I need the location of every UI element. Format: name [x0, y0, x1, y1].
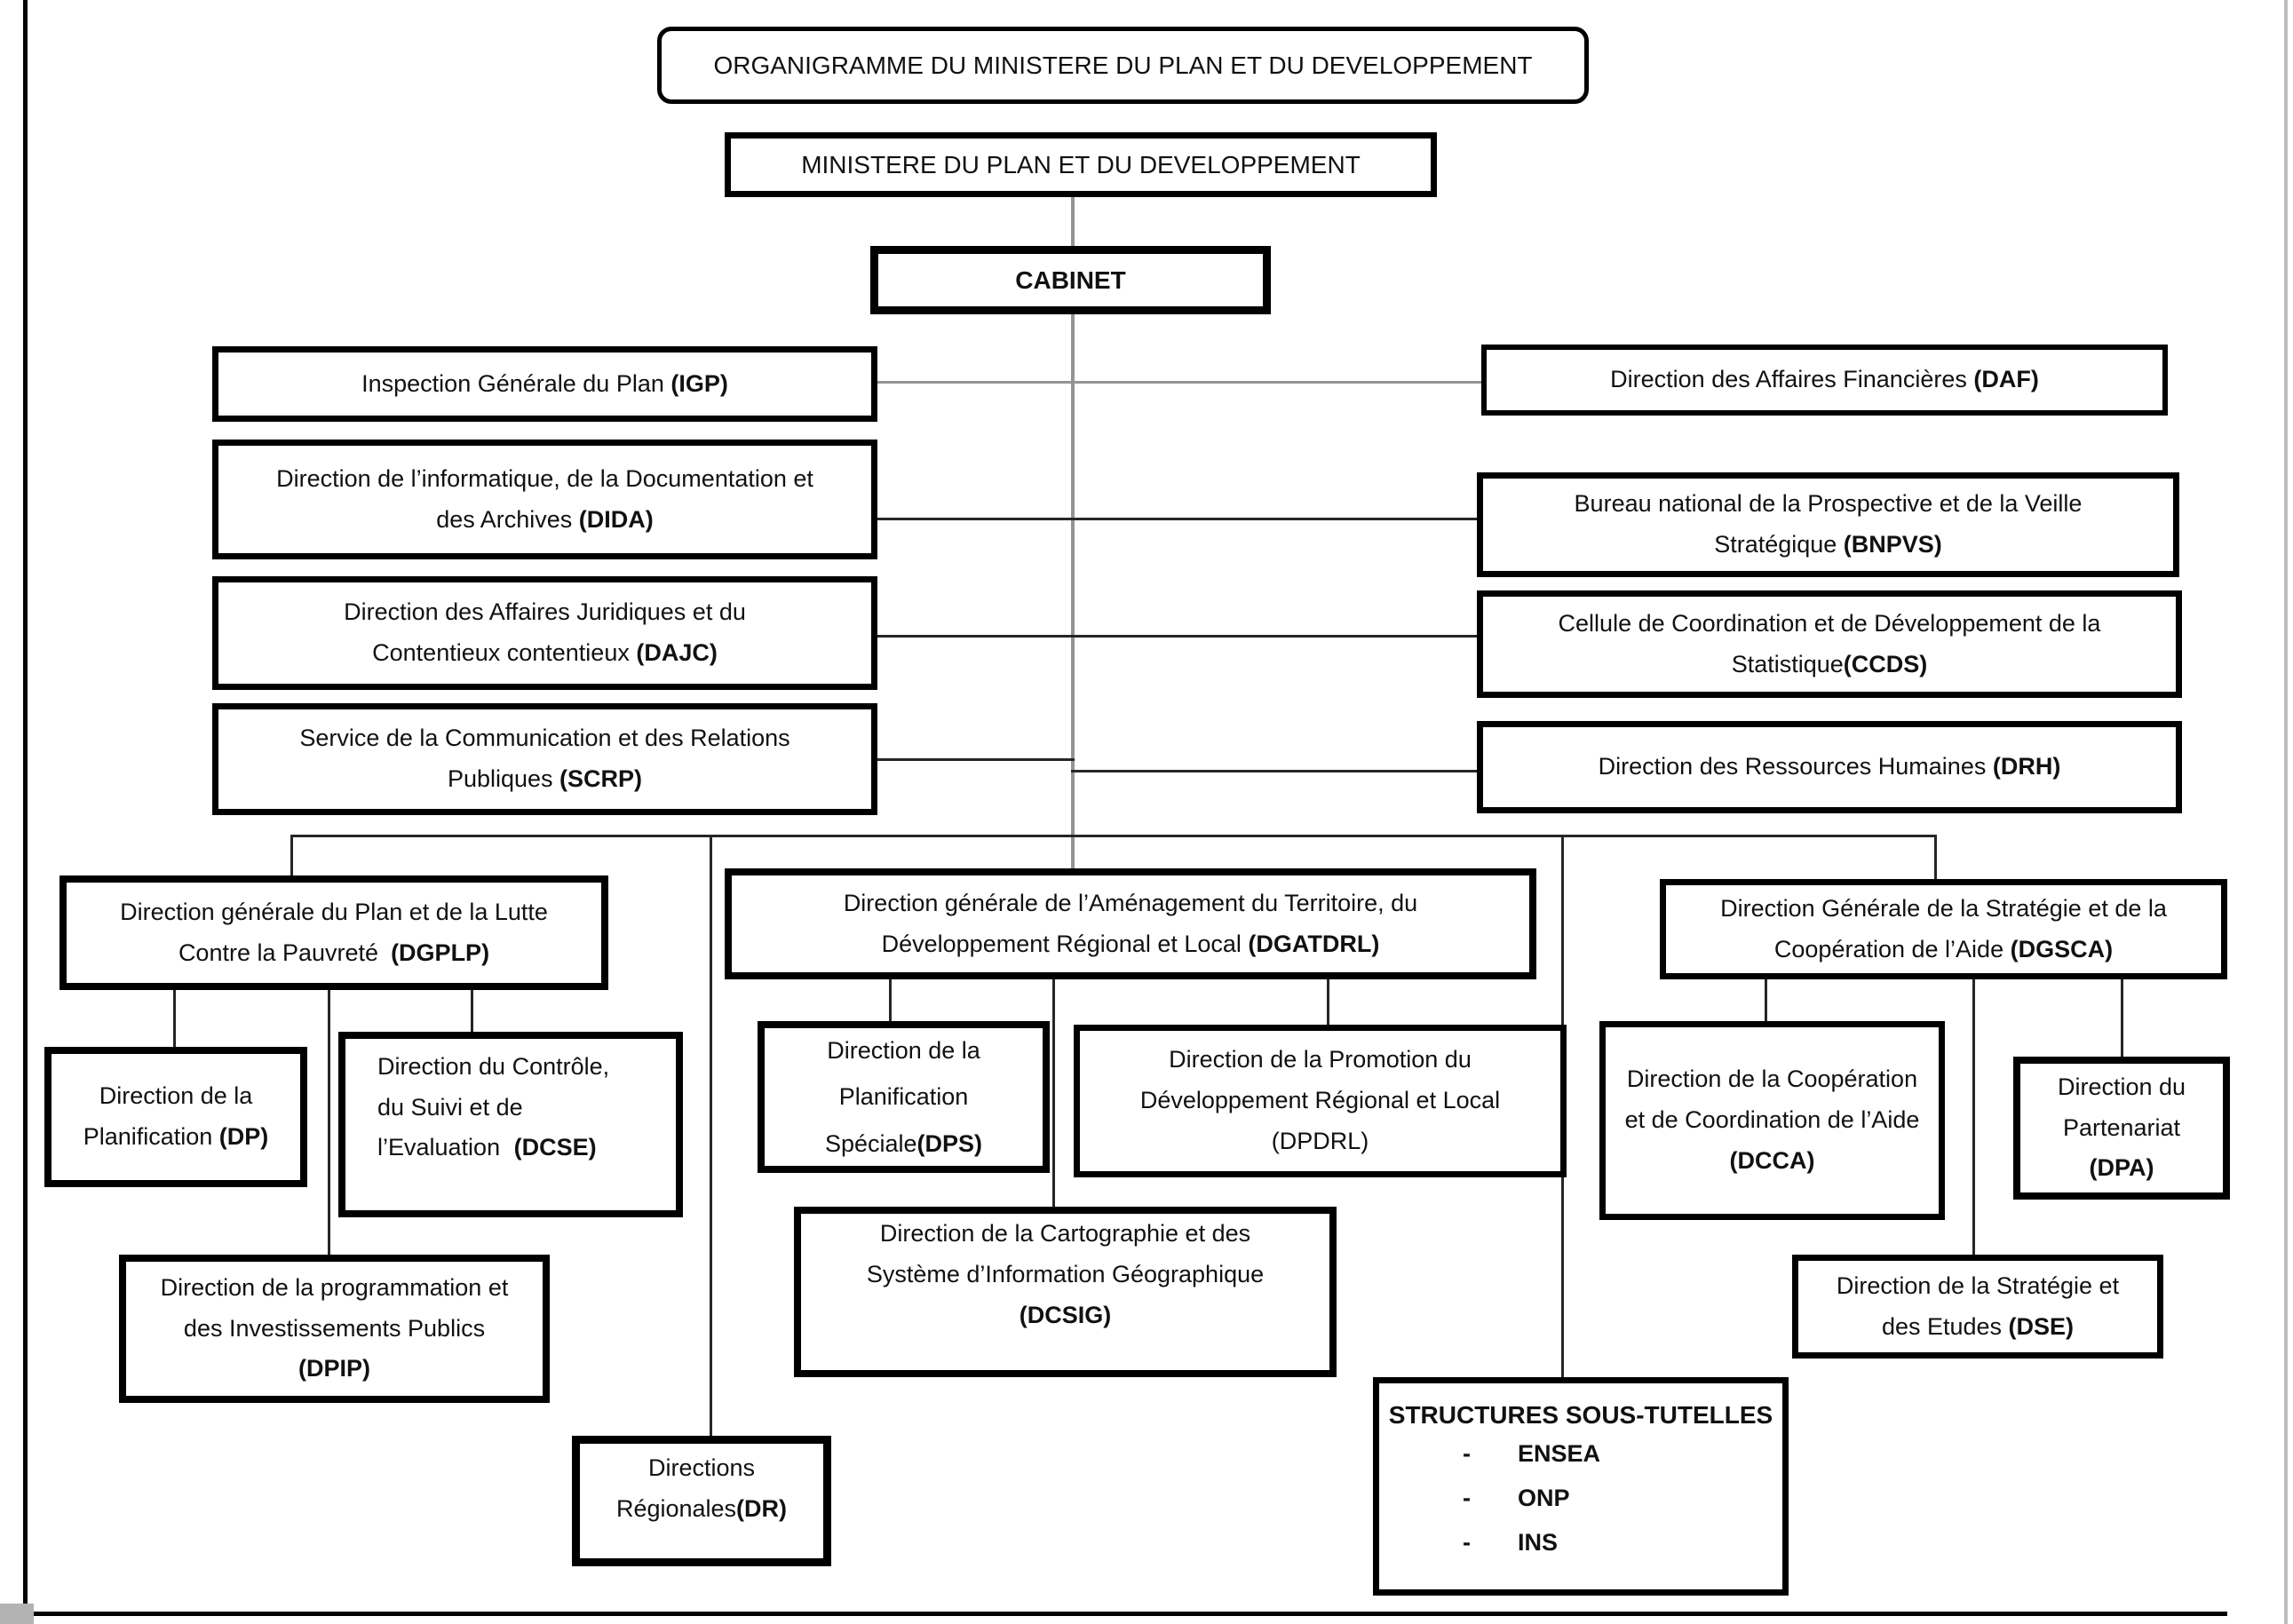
connector-dajc-ccds — [877, 635, 1477, 638]
connector-dgatdrl-dps — [889, 979, 892, 1021]
dash-bullet: - — [1463, 1529, 1471, 1557]
connector-drop-dgplp — [290, 835, 293, 879]
org-box-dcse: Direction du Contrôle, du Suivi et de l’… — [338, 1032, 683, 1217]
connector-dgsca-dcca — [1765, 979, 1767, 1021]
org-box-daf: Direction des Affaires Financières (DAF) — [1481, 345, 2168, 416]
org-box-ministere: MINISTERE DU PLAN ET DU DEVELOPPEMENT — [725, 132, 1437, 197]
connector-dgplp-dp — [173, 990, 176, 1047]
connector-igp-daf — [877, 381, 1481, 384]
org-box-dgplp: Direction générale du Plan et de la Lutt… — [60, 875, 608, 990]
connector-drop-dr — [710, 835, 712, 1436]
chart-title-box: ORGANIGRAMME DU MINISTERE DU PLAN ET DU … — [657, 27, 1589, 104]
dash-bullet: - — [1463, 1440, 1471, 1468]
connector-center-drh — [1071, 770, 1477, 772]
connector-dgsca-dpa — [2121, 979, 2123, 1057]
org-box-ccds: Cellule de Coordination et de Développem… — [1477, 590, 2182, 698]
tutelles-item: - INS — [1388, 1521, 1773, 1565]
connector-dgatdrl-dpdrl — [1327, 979, 1329, 1025]
connector-dgplp-dpip — [328, 990, 330, 1255]
tutelles-item-label: ONP — [1518, 1485, 1570, 1512]
org-box-dpa: Direction du Partenariat (DPA) — [2013, 1057, 2230, 1200]
connector-dida-bnpvs — [877, 518, 1477, 520]
org-box-dps: Direction de la Planification Spéciale(D… — [758, 1021, 1050, 1173]
org-box-bnpvs: Bureau national de la Prospective et de … — [1477, 472, 2179, 577]
tutelles-item-label: ENSEA — [1518, 1440, 1601, 1468]
org-box-dgsca: Direction Générale de la Stratégie et de… — [1660, 879, 2227, 979]
org-box-dp: Direction de la Planification (DP) — [44, 1047, 307, 1187]
org-box-igp: Inspection Générale du Plan (IGP) — [212, 346, 877, 422]
tutelles-item-label: INS — [1518, 1529, 1559, 1557]
chart-title: ORGANIGRAMME DU MINISTERE DU PLAN ET DU … — [713, 51, 1533, 79]
org-box-dcsig: Direction de la Cartographie et des Syst… — [794, 1207, 1337, 1377]
org-box-cabinet: CABINET — [870, 246, 1271, 314]
page-right-edge — [2284, 0, 2288, 1624]
org-box-scrp: Service de la Communication et des Relat… — [212, 703, 877, 815]
dash-bullet: - — [1463, 1485, 1471, 1512]
tutelles-item: - ENSEA — [1388, 1432, 1773, 1477]
org-box-dr: Directions Régionales(DR) — [572, 1436, 831, 1566]
org-box-structures-sous-tutelles: STRUCTURES SOUS-TUTELLES - ENSEA - ONP -… — [1373, 1377, 1789, 1596]
org-box-dpip: Direction de la programmation et des Inv… — [119, 1255, 550, 1403]
tutelles-heading: STRUCTURES SOUS-TUTELLES — [1388, 1401, 1773, 1429]
connector-distribution — [290, 835, 1936, 837]
page-bottom-border — [23, 1612, 2227, 1616]
org-box-drh: Direction des Ressources Humaines (DRH) — [1477, 721, 2182, 813]
connector-central-vertical — [1071, 197, 1075, 868]
org-box-dcca: Direction de la Coopération et de Coordi… — [1599, 1021, 1945, 1220]
connector-dgplp-dcse — [471, 990, 473, 1032]
connector-scrp-center — [877, 758, 1075, 761]
tutelles-item: - ONP — [1388, 1477, 1773, 1521]
org-box-dida: Direction de l’informatique, de la Docum… — [212, 440, 877, 559]
page-corner-mark — [0, 1604, 34, 1624]
connector-dgatdrl-dcsig — [1052, 979, 1055, 1207]
connector-drop-dgsca — [1934, 835, 1937, 881]
org-box-dgatdrl: Direction générale de l’Aménagement du T… — [725, 868, 1536, 979]
page-left-border — [23, 0, 28, 1624]
org-box-dpdrl: Direction de la Promotion du Développeme… — [1074, 1025, 1567, 1177]
org-box-dse: Direction de la Stratégie et des Etudes … — [1792, 1255, 2163, 1359]
org-box-dajc: Direction des Affaires Juridiques et du … — [212, 576, 877, 690]
connector-dgsca-dse — [1972, 979, 1975, 1255]
